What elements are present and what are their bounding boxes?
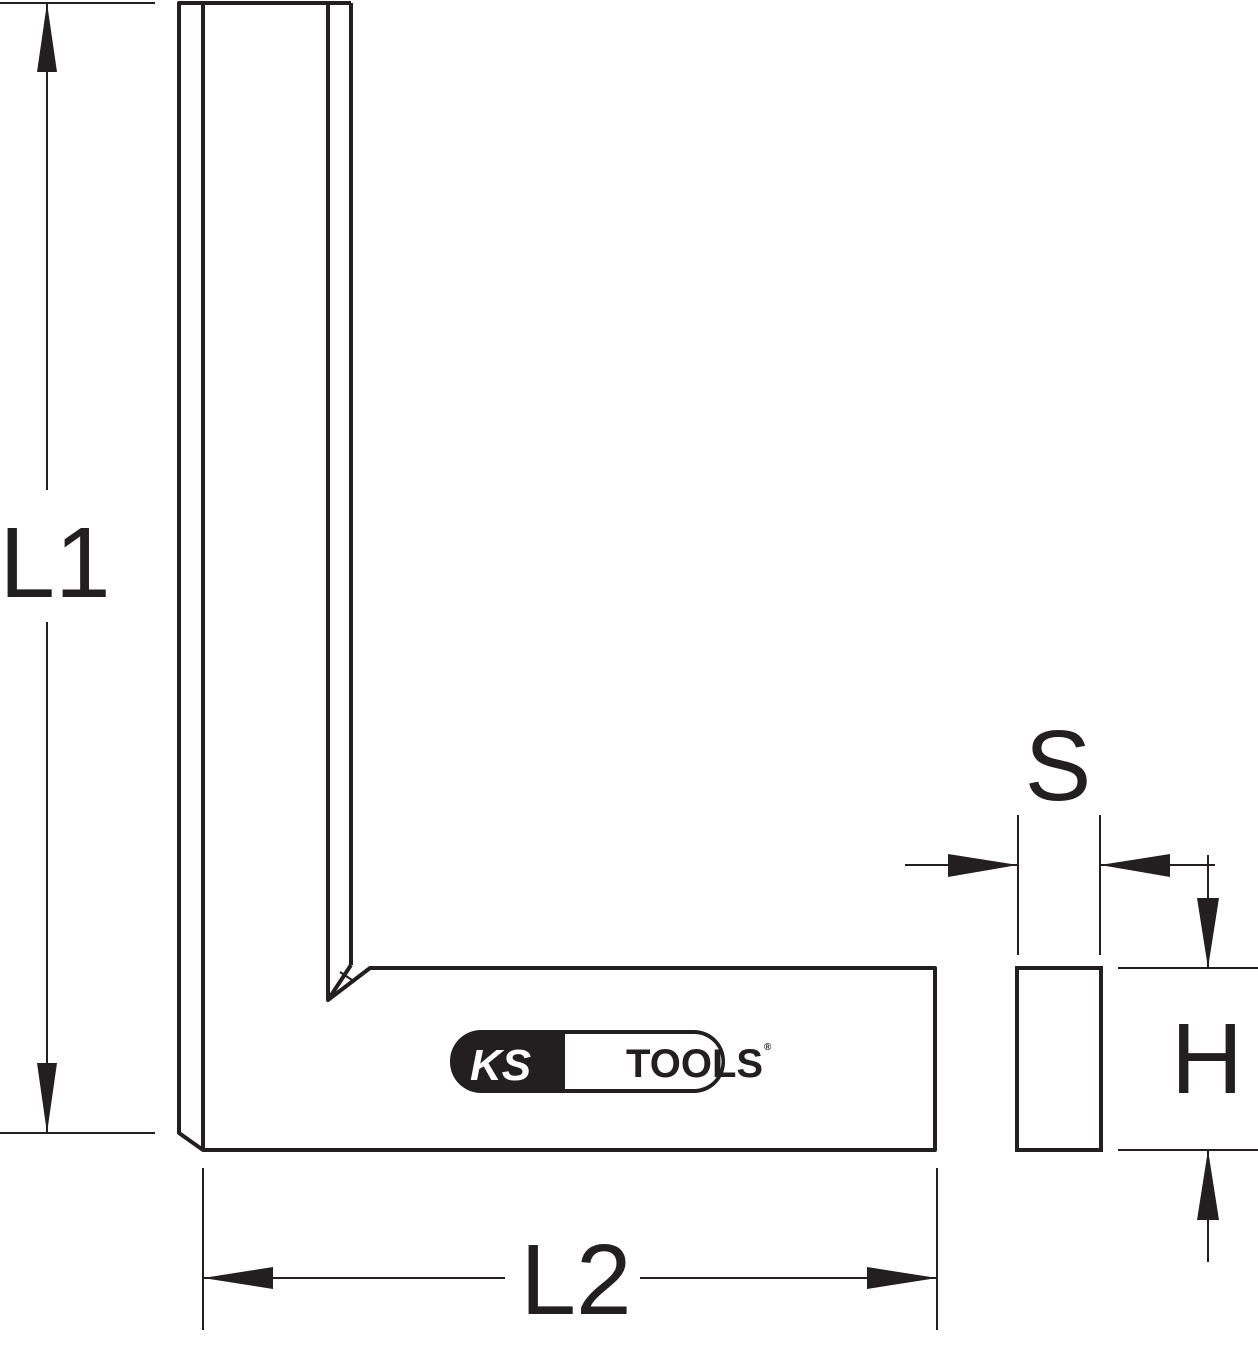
logo-tools-text: TOOLS — [626, 1042, 763, 1086]
label-l2: L2 — [520, 1224, 631, 1336]
arrow-left-icon — [1100, 854, 1170, 877]
logo-registered-mark: ® — [764, 1042, 772, 1053]
arrow-up-icon — [37, 3, 57, 72]
label-h: H — [1171, 1003, 1243, 1115]
logo-ks-text: KS — [470, 1041, 531, 1090]
arrow-right-icon — [867, 1267, 937, 1289]
dimension-l1: L1 — [0, 2, 155, 1134]
arrow-right-icon — [948, 854, 1018, 877]
arrow-down-icon — [1197, 898, 1219, 968]
ks-tools-logo: KS TOOLS ® — [450, 1030, 772, 1093]
square-outline — [177, 1, 937, 1152]
dimension-h: H — [1118, 855, 1258, 1262]
dimension-l2: L2 — [202, 1168, 938, 1336]
label-s: S — [1025, 710, 1092, 822]
cross-section — [1015, 966, 1103, 1152]
arrow-left-icon — [203, 1267, 273, 1289]
dimension-s: S — [905, 710, 1215, 955]
arrow-down-icon — [37, 1063, 57, 1133]
label-l1: L1 — [0, 507, 111, 619]
arrow-up-icon — [1197, 1150, 1219, 1220]
